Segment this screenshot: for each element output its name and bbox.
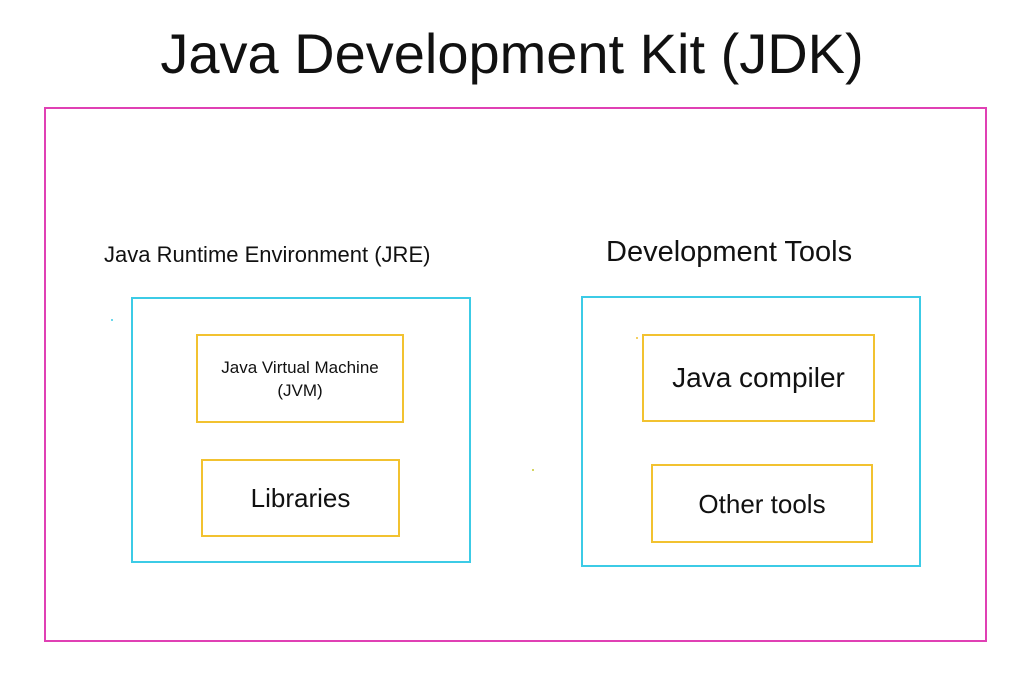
jvm-label-line2: (JVM): [277, 380, 323, 400]
jre-container: [131, 297, 471, 563]
stray-dot: [636, 337, 638, 339]
jvm-label-line1: Java Virtual Machine: [221, 357, 379, 377]
jvm-box: Java Virtual Machine (JVM): [196, 334, 404, 423]
diagram-title: Java Development Kit (JDK): [160, 22, 864, 85]
other-tools-box: Other tools: [651, 464, 873, 543]
jdk-container: [44, 107, 987, 642]
jvm-label: Java Virtual Machine (JVM): [205, 356, 395, 402]
stray-dot: [111, 319, 113, 321]
java-compiler-label: Java compiler: [672, 362, 845, 393]
other-tools-label: Other tools: [698, 488, 826, 519]
libraries-label: Libraries: [250, 483, 351, 513]
development-tools-container: [581, 296, 921, 567]
stray-dot: [532, 469, 534, 471]
java-compiler-box: Java compiler: [642, 334, 875, 422]
jre-label: Java Runtime Environment (JRE): [104, 242, 431, 267]
development-tools-label: Development Tools: [606, 236, 853, 268]
libraries-box: Libraries: [201, 459, 400, 537]
